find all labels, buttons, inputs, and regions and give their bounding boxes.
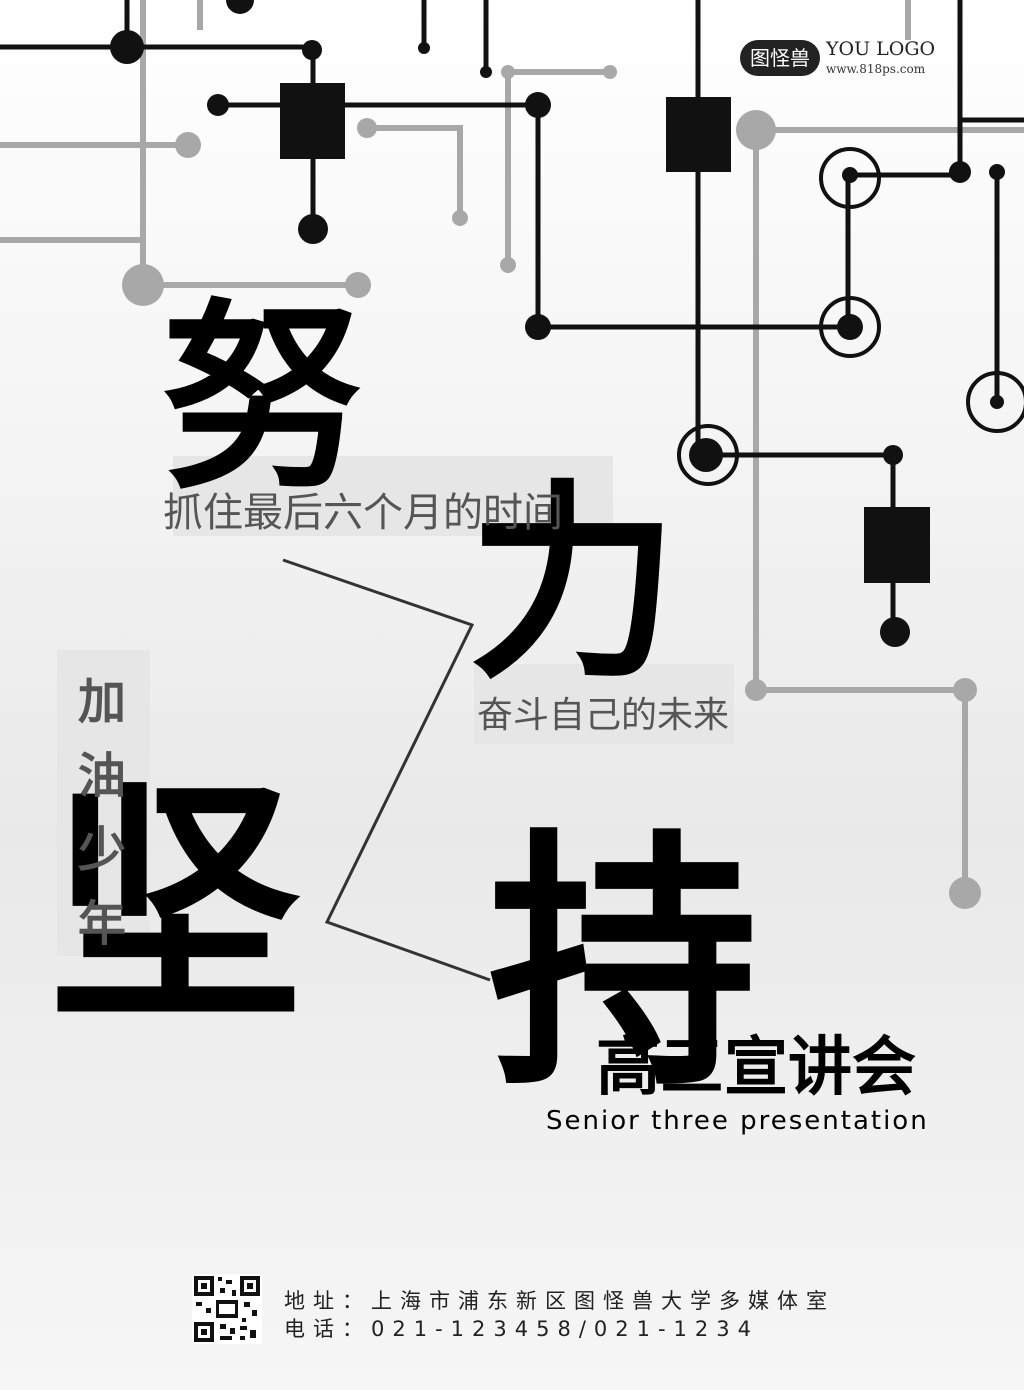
event-english-title: Senior three presentation: [546, 1106, 929, 1136]
brand-badge: 图怪兽: [740, 40, 820, 76]
subtext-band-2: [474, 664, 734, 744]
brand-logo[interactable]: 图怪兽 YOU LOGO www.818ps.com: [740, 40, 935, 76]
headline-char-4: 持: [488, 807, 758, 1122]
brand-name: YOU LOGO: [826, 38, 936, 60]
headline-char-3: 坚: [48, 759, 304, 1056]
subtext-band-1: [173, 456, 613, 536]
brand-url: www.818ps.com: [826, 62, 926, 76]
event-title: 高三宣讲会: [596, 1031, 916, 1105]
headline-char-1: 努: [162, 283, 363, 516]
vertical-slogan: 加油少年: [77, 674, 126, 952]
subtext-line-1: 抓住最后六个月的时间: [163, 490, 563, 536]
qr-code-icon: [192, 1274, 262, 1344]
footer-phone: 电话：021-123458/021-1234: [284, 1317, 760, 1341]
vertical-band: [57, 650, 150, 956]
subtext-line-2: 奋斗自己的未来: [477, 695, 730, 736]
footer-address: 地址：上海市浦东新区图怪兽大学多媒体室: [284, 1289, 835, 1313]
headline-char-2: 力: [468, 462, 679, 707]
